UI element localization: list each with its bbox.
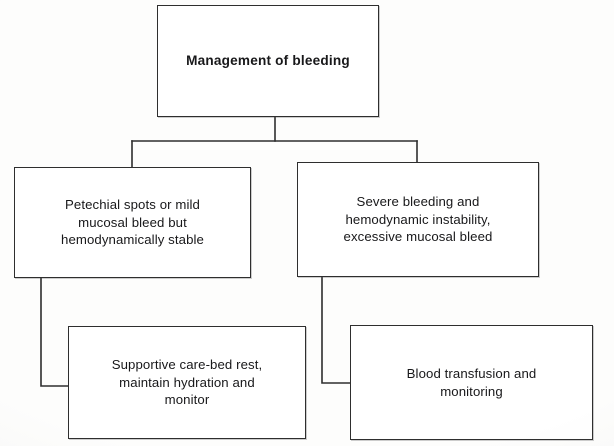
node-severe-bleeding: Severe bleeding and hemodynamic instabil… (297, 162, 539, 277)
node-blood-transfusion: Blood transfusion and monitoring (350, 325, 593, 440)
connector-mild-to-supportive (40, 277, 69, 387)
node-management-of-bleeding: Management of bleeding (157, 5, 379, 117)
node-supportive-care: Supportive care-bed rest, maintain hydra… (68, 326, 306, 439)
node-label: Petechial spots or mild mucosal bleed bu… (61, 196, 204, 248)
node-petechial-mild-bleed: Petechial spots or mild mucosal bleed bu… (14, 167, 251, 278)
node-label: Severe bleeding and hemodynamic instabil… (343, 193, 493, 245)
node-label: Supportive care-bed rest, maintain hydra… (111, 356, 263, 408)
connector-severe-to-transfusion (321, 276, 351, 384)
node-label: Blood transfusion and monitoring (406, 365, 537, 399)
node-label: Management of bleeding (186, 52, 350, 68)
